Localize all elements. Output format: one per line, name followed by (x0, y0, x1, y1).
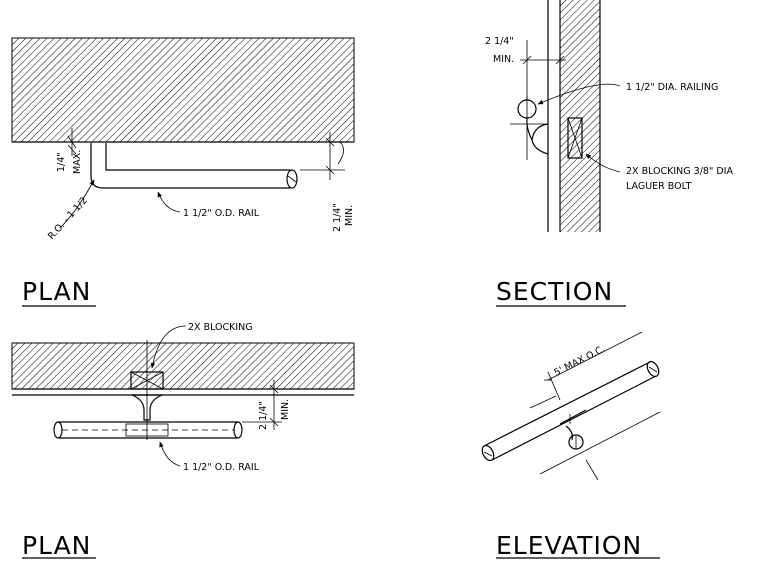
rail-label: 1 1/2" O.D. RAIL (183, 462, 260, 473)
radius-label: R.O. - 1 1/2 (46, 195, 90, 242)
railing-label: 1 1/2" DIA. RAILING (626, 82, 718, 93)
section-title: SECTION (496, 277, 613, 306)
rail (58, 421, 238, 439)
wall-hatch (11, 37, 355, 143)
elevation-title: ELEVATION (496, 531, 642, 560)
spacing-label: 5' MAX O.C. (552, 344, 607, 379)
min-dim-label-2: MIN. (344, 205, 355, 226)
wall-hatch (560, 0, 600, 232)
rail (483, 361, 657, 461)
bracket (559, 409, 587, 441)
min-dim-label: 2 1/4" (332, 203, 343, 232)
blocking-label: 2X BLOCKING (188, 322, 253, 333)
section-min-label: 2 1/4" (485, 36, 514, 47)
blocking-label-2: LAGUER BOLT (626, 181, 692, 192)
plan-bottom-title: PLAN (22, 531, 91, 560)
max-dim-label-2: MAX. (72, 150, 83, 174)
section-detail: 2 1/4" MIN. 1 1/2" DIA. RAILING 2X BLOCK… (485, 0, 733, 232)
bracket (531, 123, 549, 155)
plan-bottom-detail: 2X BLOCKING 2 1/4" MIN. 1 1/2" O.D. RAIL (11, 322, 355, 473)
rail-label: 1 1/2" O.D. RAIL (183, 208, 260, 219)
plan-top-detail: 1/4" MAX. R.O. - 1 1/2 1 1/2" O.D. RAIL … (11, 37, 355, 242)
rail-return (90, 143, 290, 189)
blocking (567, 117, 583, 159)
blocking-label: 2X BLOCKING 3/8" DIA (626, 166, 733, 177)
wall-hatch (11, 342, 355, 390)
section-min-label-2: MIN. (493, 54, 514, 65)
elevation-detail: 5' MAX O.C. (481, 331, 661, 481)
bracket (131, 394, 163, 421)
plan-top-title: PLAN (22, 277, 91, 306)
max-dim-label: 1/4" (56, 152, 67, 172)
bottom-min-label: 2 1/4" (258, 401, 269, 430)
bottom-min-label-2: MIN. (280, 399, 291, 420)
rail-end-cap (286, 169, 298, 189)
